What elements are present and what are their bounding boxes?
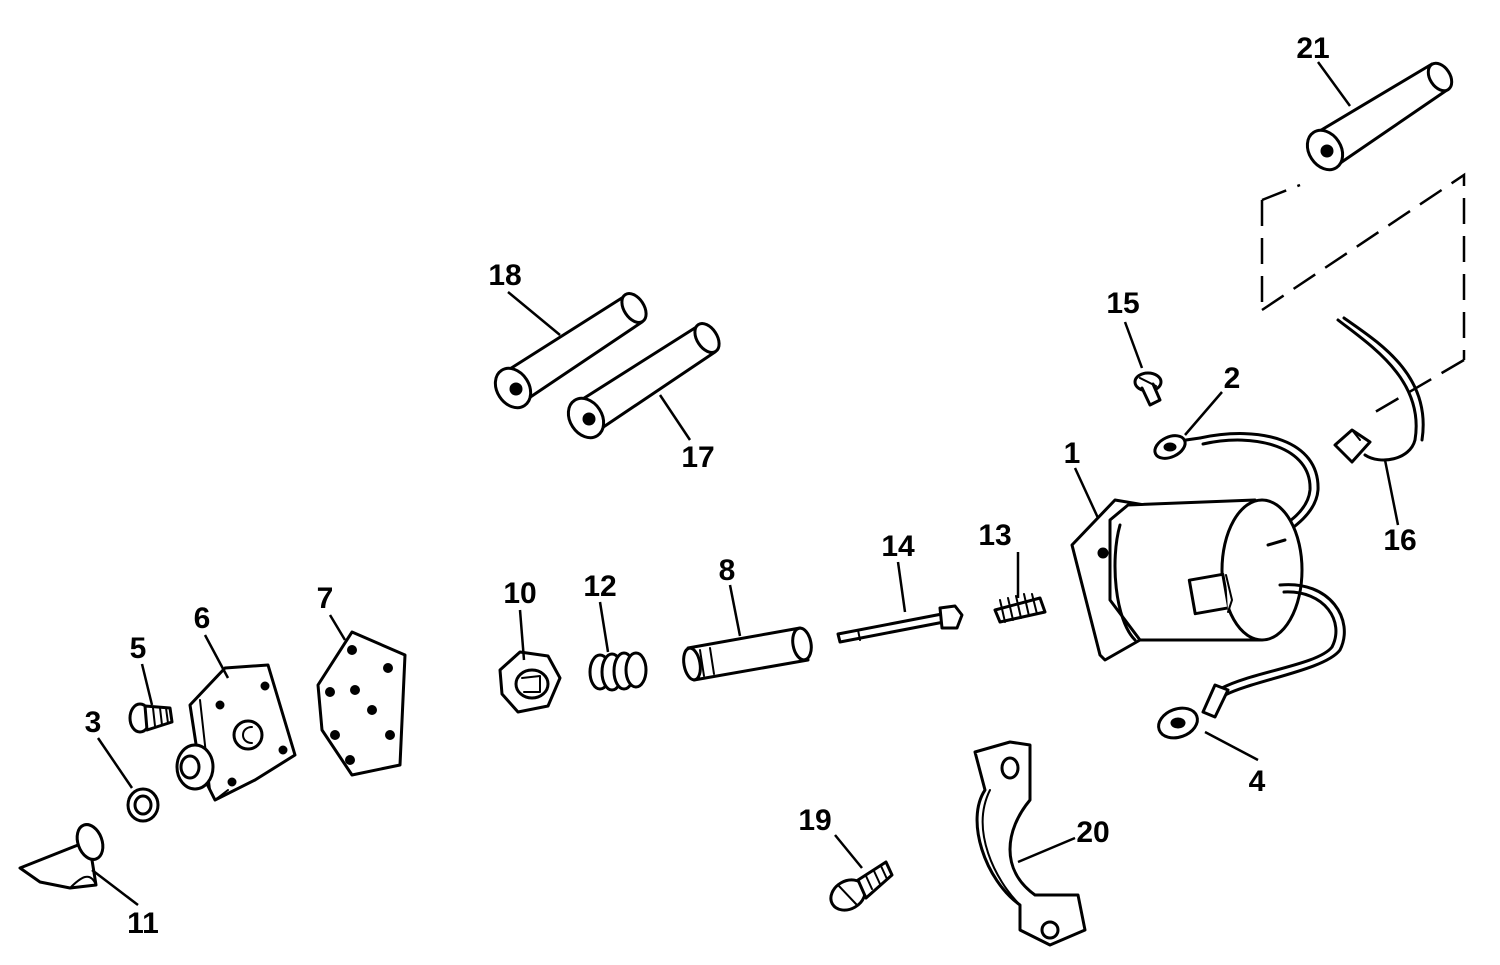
callout-15: 15 <box>1106 287 1139 320</box>
part-16-wire-clip <box>1333 316 1425 464</box>
part-2-ring-lead <box>1153 432 1320 547</box>
callout-20: 20 <box>1076 816 1109 849</box>
callout-2: 2 <box>1224 362 1241 395</box>
callout-19: 19 <box>798 804 831 837</box>
part-7-gasket <box>316 630 407 777</box>
callout-17: 17 <box>681 441 714 474</box>
dashed-group-outline <box>1260 172 1466 417</box>
part-4-ring-lead <box>1157 583 1346 740</box>
part-11-knob <box>18 823 105 890</box>
part-17-tube <box>566 322 721 440</box>
part-12-spring <box>588 651 648 692</box>
callout-13: 13 <box>978 519 1011 552</box>
callout-12: 12 <box>583 570 616 603</box>
part-13-spring <box>993 593 1047 624</box>
callout-14: 14 <box>881 530 915 563</box>
part-6-cover <box>175 663 297 802</box>
callout-labels: 21 15 2 1 16 13 14 8 12 10 7 6 5 3 11 18… <box>85 32 1417 940</box>
callout-18: 18 <box>488 259 521 292</box>
part-5-screw <box>128 702 174 734</box>
part-1-solenoid <box>1070 498 1304 662</box>
part-10-nut <box>498 650 562 714</box>
part-15-screw <box>1133 371 1163 407</box>
leader-lines <box>91 61 1400 906</box>
callout-1: 1 <box>1064 437 1081 470</box>
callout-5: 5 <box>130 632 147 665</box>
part-3-washer <box>126 787 160 823</box>
callout-8: 8 <box>719 554 736 587</box>
part-19-screw <box>829 860 894 912</box>
part-8-sleeve <box>682 626 813 682</box>
callout-4: 4 <box>1249 765 1266 798</box>
callout-16: 16 <box>1383 524 1416 557</box>
part-18-tube <box>493 292 648 410</box>
callout-3: 3 <box>85 706 102 739</box>
callout-11: 11 <box>127 907 159 940</box>
callout-7: 7 <box>317 582 334 615</box>
callout-21: 21 <box>1296 32 1329 65</box>
part-14-pin <box>836 604 964 644</box>
part-21-tube <box>1305 61 1454 172</box>
callout-10: 10 <box>503 577 536 610</box>
callout-6: 6 <box>194 602 211 635</box>
part-20-clamp <box>973 740 1087 947</box>
